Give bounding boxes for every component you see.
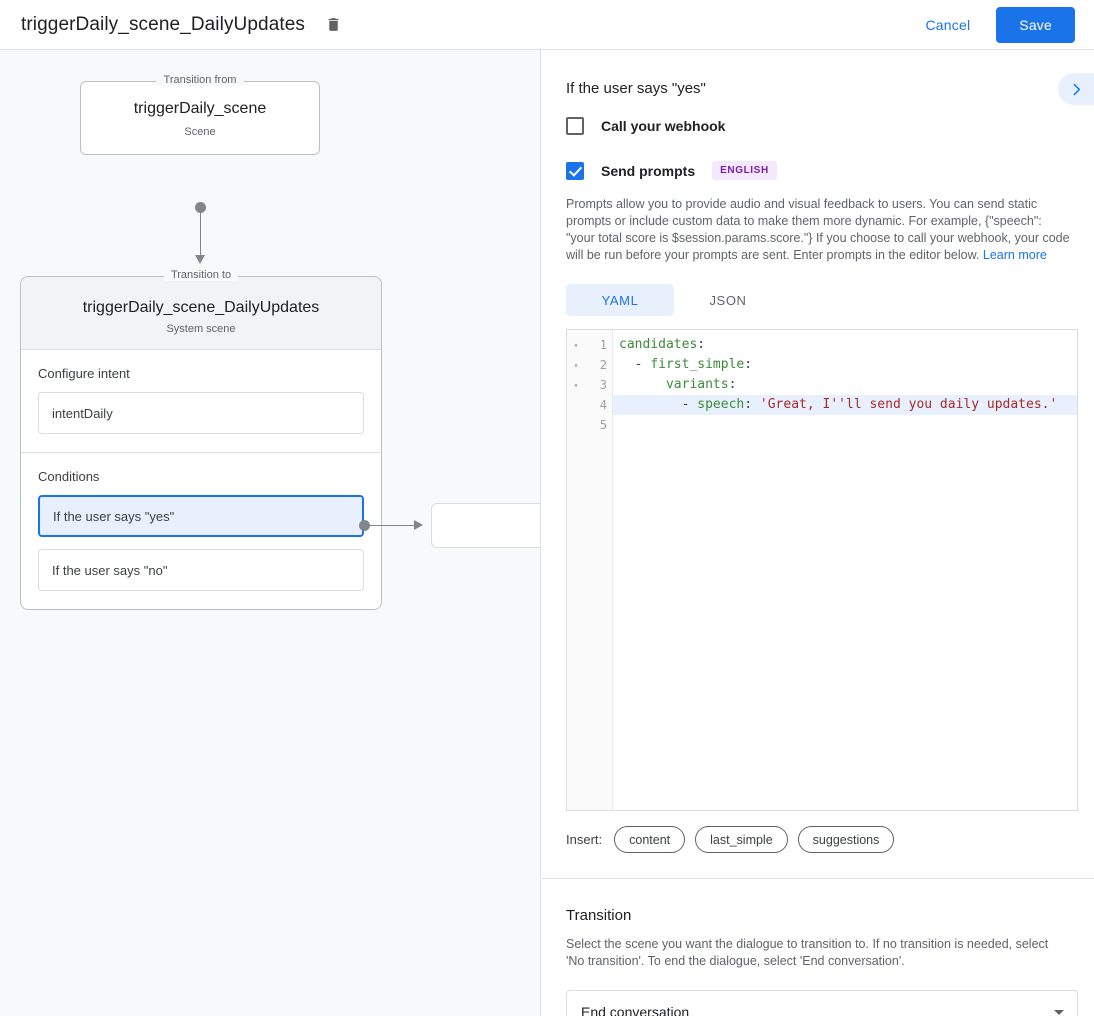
code-token: - — [619, 357, 651, 372]
condition-output-arrow-icon — [414, 520, 423, 530]
transition-to-node[interactable]: Transition to triggerDaily_scene_DailyUp… — [20, 269, 382, 610]
chevron-right-icon — [1073, 83, 1080, 95]
cancel-button[interactable]: Cancel — [916, 9, 981, 41]
scene-graph-canvas[interactable]: Transition from triggerDaily_scene Scene… — [0, 50, 541, 1016]
send-prompts-checkbox[interactable] — [566, 161, 584, 180]
editor-code-line: - first_simple: — [613, 355, 1077, 375]
condition-details-panel: If the user says "yes" Call your webhook… — [542, 50, 1094, 1016]
condition-item-no[interactable]: If the user says "no" — [38, 549, 364, 591]
editor-line-number: ▾3 — [567, 375, 612, 395]
editor-code-line: - speech: 'Great, I''ll send you daily u… — [613, 395, 1077, 415]
insert-label: Insert: — [566, 832, 603, 847]
code-token: : — [744, 397, 760, 412]
insert-chip-last-simple[interactable]: last_simple — [695, 826, 788, 853]
editor-code-area[interactable]: candidates: - first_simple: variants: - … — [613, 330, 1077, 810]
panel-content: If the user says "yes" Call your webhook… — [542, 50, 1094, 1016]
editor-code-line: variants: — [613, 375, 1077, 395]
code-token: : — [697, 337, 706, 352]
code-token: candidates — [619, 337, 698, 352]
transition-from-legend: Transition from — [156, 74, 244, 86]
connector-arrow-icon — [195, 255, 205, 264]
transition-select-value: End conversation — [581, 1003, 690, 1016]
page-title: triggerDaily_scene_DailyUpdates — [21, 13, 306, 35]
fold-triangle-icon[interactable]: ▾ — [573, 380, 579, 390]
code-token: 'Great, I''ll send you daily updates.' — [759, 397, 1058, 412]
transition-to-subtitle: System scene — [166, 323, 236, 335]
fold-triangle-icon[interactable]: ▾ — [573, 340, 579, 350]
chevron-down-icon — [1054, 1010, 1064, 1015]
send-prompts-row[interactable]: Send prompts ENGLISH — [566, 161, 1070, 180]
condition-output-line — [368, 525, 416, 526]
transition-from-node[interactable]: Transition from triggerDaily_scene Scene — [80, 74, 320, 155]
learn-more-link[interactable]: Learn more — [982, 248, 1047, 262]
target-node-stub[interactable] — [431, 503, 540, 548]
line-number: 1 — [599, 338, 607, 352]
code-token: speech — [697, 397, 745, 412]
editor-code-line — [613, 415, 1077, 435]
code-token — [619, 377, 666, 392]
code-token: first_simple — [650, 357, 745, 372]
prompts-description: Prompts allow you to provide audio and v… — [566, 196, 1070, 264]
panel-title: If the user says "yes" — [566, 80, 706, 97]
prompts-description-text: Prompts allow you to provide audio and v… — [566, 197, 1070, 262]
line-number: 2 — [599, 358, 607, 372]
configure-intent-section: Configure intent intentDaily — [21, 349, 381, 452]
code-token: : — [728, 377, 737, 392]
editor-line-number: ▾1 — [567, 335, 612, 355]
language-badge: ENGLISH — [712, 161, 777, 180]
transition-to-title: triggerDaily_scene_DailyUpdates — [82, 299, 320, 316]
fold-triangle-icon[interactable]: ▾ — [573, 360, 579, 370]
insert-chips-row: Insert: content last_simple suggestions — [566, 826, 1070, 853]
save-button[interactable]: Save — [996, 6, 1075, 43]
connector-dot — [195, 202, 206, 213]
line-number: 3 — [599, 378, 607, 392]
tab-yaml[interactable]: YAML — [566, 284, 674, 316]
transition-to-header: triggerDaily_scene_DailyUpdates System s… — [21, 277, 381, 349]
section-divider — [542, 878, 1094, 879]
intent-field[interactable]: intentDaily — [38, 392, 364, 434]
code-token: : — [744, 357, 753, 372]
insert-chip-suggestions[interactable]: suggestions — [797, 826, 895, 853]
call-webhook-checkbox[interactable] — [566, 117, 584, 135]
delete-button[interactable] — [320, 12, 346, 38]
trash-icon — [328, 18, 338, 31]
top-bar: triggerDaily_scene_DailyUpdates Cancel S… — [0, 0, 1094, 50]
conditions-section: Conditions If the user says "yes" If the… — [21, 452, 381, 609]
editor-line-number: ▾2 — [567, 355, 612, 375]
transition-from-subtitle: Scene — [184, 126, 216, 138]
line-number: 4 — [599, 398, 607, 412]
tab-json[interactable]: JSON — [709, 292, 747, 308]
condition-output-dot — [359, 520, 370, 531]
condition-item-yes[interactable]: If the user says "yes" — [38, 495, 364, 537]
insert-chip-content[interactable]: content — [614, 826, 686, 853]
conditions-label: Conditions — [38, 469, 100, 484]
webhook-row[interactable]: Call your webhook — [566, 117, 1070, 135]
transition-section-title: Transition — [566, 907, 632, 924]
editor-code-line: candidates: — [613, 335, 1077, 355]
transition-to-legend: Transition to — [163, 269, 239, 281]
editor-line-number: 4 — [567, 395, 612, 415]
line-number: 5 — [599, 418, 607, 432]
call-webhook-label: Call your webhook — [601, 118, 726, 134]
collapse-panel-button[interactable] — [1058, 73, 1094, 105]
row-spacer — [566, 135, 1070, 161]
transition-select[interactable]: End conversation — [566, 990, 1078, 1016]
send-prompts-label: Send prompts — [601, 162, 696, 179]
editor-line-number: 5 — [567, 415, 612, 435]
code-token: variants — [665, 377, 729, 392]
configure-intent-label: Configure intent — [38, 366, 130, 381]
transition-from-title: triggerDaily_scene — [133, 100, 267, 117]
code-token: - — [619, 397, 698, 412]
connector-line — [200, 208, 201, 257]
transition-section-description: Select the scene you want the dialogue t… — [566, 937, 1049, 968]
format-tabs: YAML JSON — [566, 284, 1070, 316]
